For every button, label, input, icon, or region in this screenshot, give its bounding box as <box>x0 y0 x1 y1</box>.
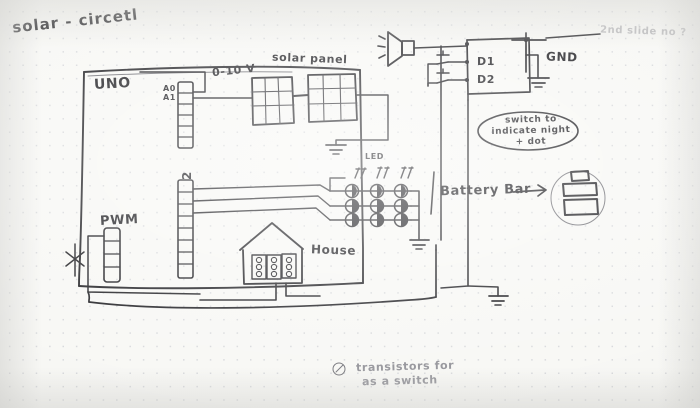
pin-2-label: 2 <box>180 171 194 180</box>
gnd-label: GND <box>545 49 578 65</box>
note-oval: switch to indicate night + dot <box>486 114 576 147</box>
speaker-buzzer-icon <box>378 32 414 66</box>
push-button-d2 <box>428 69 469 86</box>
pin-d2-label: D2 <box>477 73 495 86</box>
wire-pin2-to-led-matrix <box>193 178 345 220</box>
ground-symbol-led <box>410 240 429 249</box>
pwm-connector-mark <box>66 244 84 276</box>
note-bottom-line-1: transistors for <box>355 358 455 375</box>
wire-block-to-battery-rail <box>441 46 468 240</box>
pin-a1-label: A1 <box>163 93 176 102</box>
analog-pin-header <box>178 82 193 148</box>
battery-bar-label: Battery Bar <box>439 181 532 200</box>
ground-symbol-solar <box>326 145 346 154</box>
digital-pin-header <box>178 180 193 278</box>
battery-bar-icon <box>551 171 605 225</box>
house-figure <box>240 223 303 284</box>
note-bottom-line-2: as a switch <box>361 373 438 389</box>
note-bottom: transistors for as a switch <box>355 358 455 389</box>
led-arrow-pair-1 <box>355 168 366 178</box>
pwm-pin-header <box>66 228 200 294</box>
led-arrow-pair-2 <box>377 167 389 178</box>
note-bottom-bullet-icon <box>333 363 345 375</box>
controller-block-right <box>465 38 530 94</box>
led-label: LED <box>365 152 385 161</box>
solar-panel-label: solar panel <box>271 50 348 67</box>
ground-symbol-gnd <box>528 78 549 87</box>
solar-panel-cell-1 <box>252 77 294 125</box>
uno-label: UNO <box>93 75 132 93</box>
solar-panel-cell-2 <box>308 74 357 122</box>
led-arrow-pair-3 <box>401 167 413 178</box>
pin-d1-label: D1 <box>477 55 495 68</box>
pwm-label: PWM <box>99 211 139 230</box>
pin-a0-label: A0 <box>163 84 176 93</box>
house-label: House <box>310 242 357 258</box>
